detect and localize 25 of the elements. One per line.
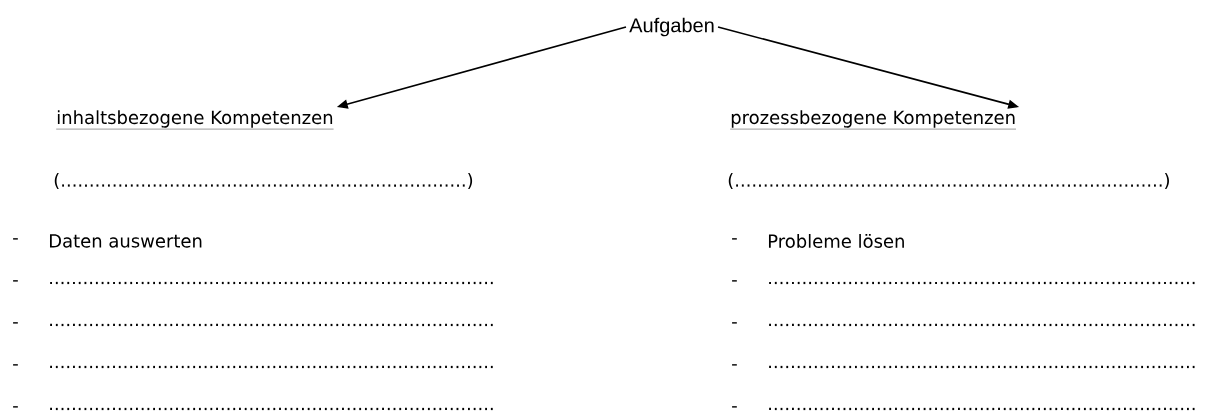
- heading-text: Aufgaben: [629, 17, 714, 37]
- category-heading: prozessbezogene Kompetenzen: [730, 110, 1017, 130]
- list-bullet: -: [13, 238, 18, 240]
- paren-fill-line: (.......................................................................): [54, 172, 473, 189]
- paren-fill-line: (...........................................................................): [728, 172, 1169, 189]
- category-heading: inhaltsbezogene Kompetenzen: [56, 110, 334, 130]
- list-bullet: -: [13, 280, 18, 282]
- list-bullet: -: [13, 322, 18, 324]
- list-item: Probleme lösen: [769, 234, 904, 248]
- fill-in-line: ..............................................................................: [50, 281, 493, 285]
- list-item: Daten auswerten: [50, 234, 202, 248]
- fill-in-line: ..............................................................................: [50, 323, 493, 327]
- list-bullet: -: [732, 238, 737, 240]
- list-bullet: -: [732, 364, 737, 366]
- list-bullet: -: [732, 280, 737, 282]
- list-bullet: -: [13, 364, 18, 366]
- list-bullet: -: [732, 406, 737, 408]
- fill-in-line: ...........................................................................: [769, 365, 1195, 369]
- list-bullet: -: [732, 322, 737, 324]
- fill-in-line: ...........................................................................: [769, 407, 1195, 411]
- fill-in-line: ..............................................................................: [50, 365, 493, 369]
- fill-in-line: ..............................................................................: [50, 407, 493, 411]
- fill-in-line: ...........................................................................: [769, 281, 1195, 285]
- fill-in-line: ...........................................................................: [769, 323, 1195, 327]
- list-bullet: -: [13, 406, 18, 408]
